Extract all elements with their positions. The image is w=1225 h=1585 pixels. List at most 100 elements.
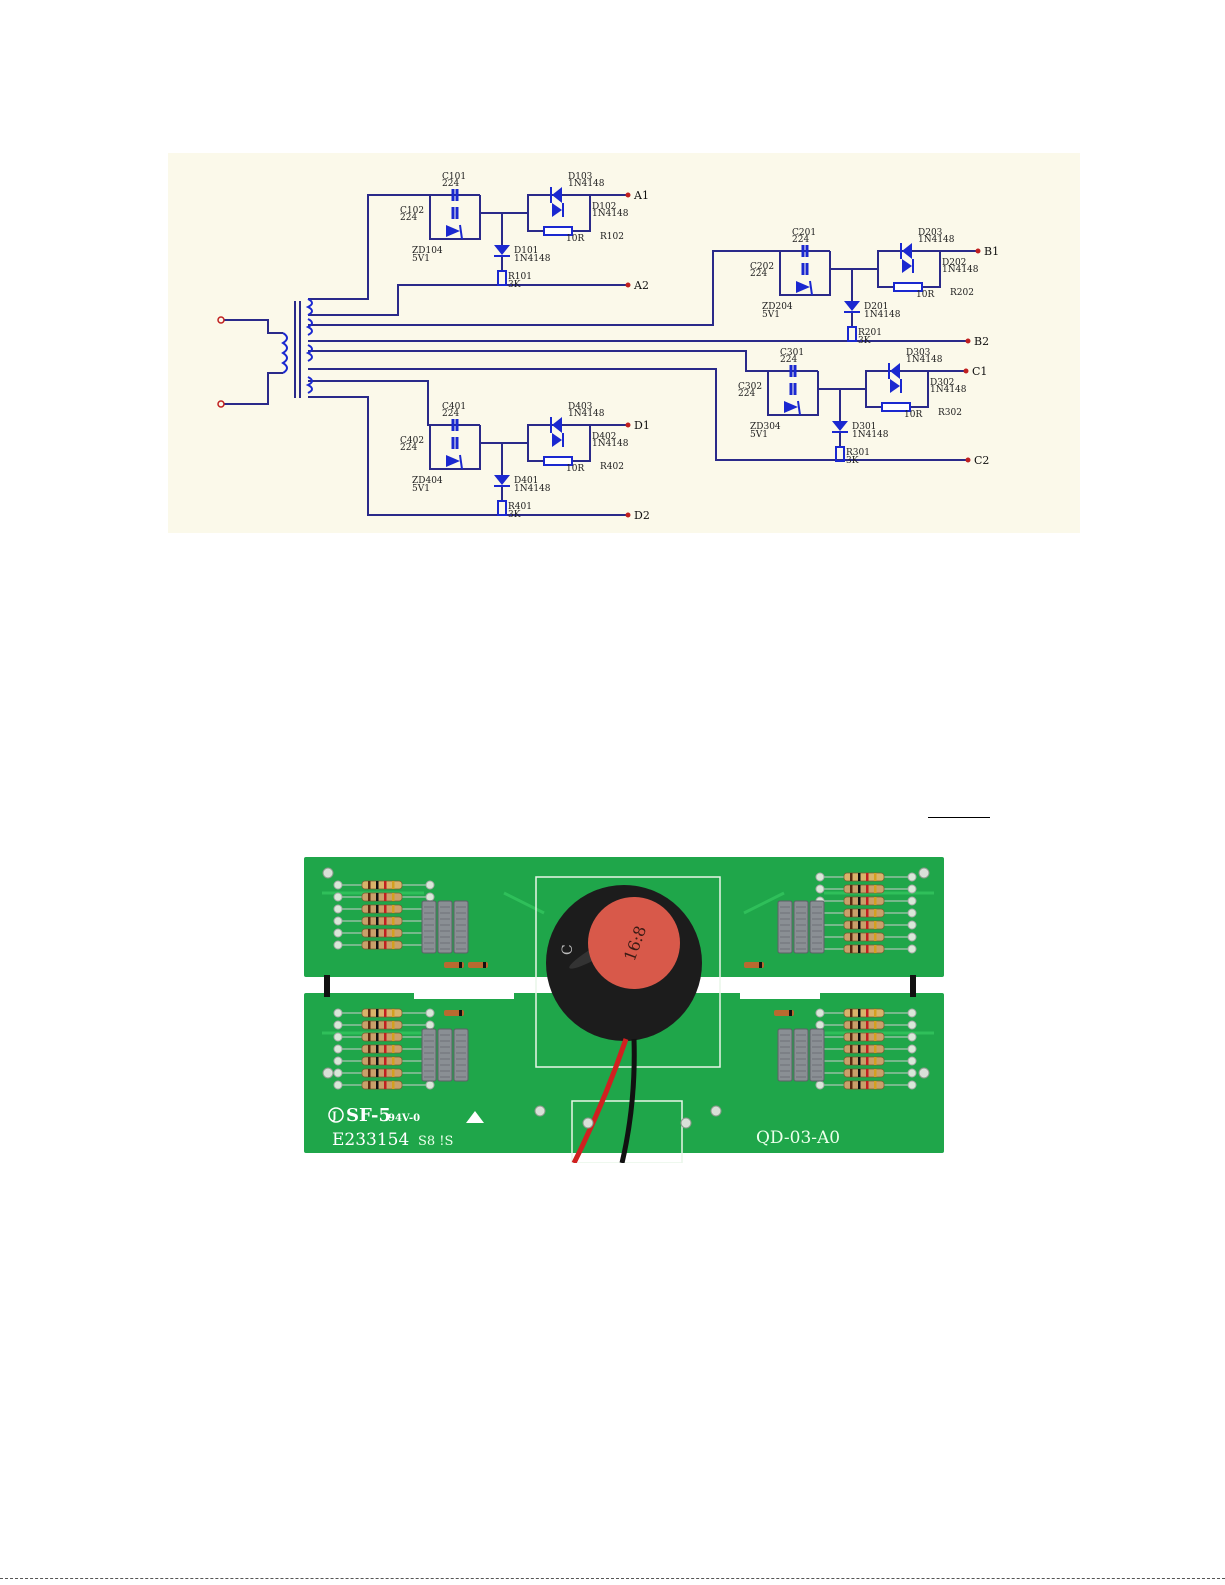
label-ZD404-val: 5V1 <box>412 484 430 494</box>
label-ZD404: ZD404 <box>412 476 443 486</box>
label-C401: C401 <box>442 402 466 412</box>
ch-A-diode-box <box>527 194 591 232</box>
res-group-br-band-3-3 <box>874 1045 877 1053</box>
res-group-br-pad-b-0 <box>907 1008 917 1018</box>
wire-a-top <box>308 194 430 300</box>
signal-diode-band-2 <box>759 962 762 968</box>
terminal-d1-label: D1 <box>634 419 650 432</box>
res-group-br-band-0-2 <box>866 1009 869 1017</box>
label-R102: R102 <box>600 232 624 242</box>
res-group-bl-band-3-3 <box>392 1045 395 1053</box>
label-R302-val: 10R <box>904 410 922 420</box>
res-group-br-band-6-3 <box>874 1081 877 1089</box>
resistor-R401 <box>497 500 507 516</box>
cutout-left <box>414 977 514 999</box>
res-group-br-band-6-0 <box>850 1081 853 1089</box>
res-group-bl-pad-a-1 <box>333 1020 343 1030</box>
film-cap-bl-1 <box>437 1028 453 1082</box>
res-group-tr-pad-b-4 <box>907 920 917 930</box>
terminal-b1-label: B1 <box>984 245 999 258</box>
res-group-tr-band-0-2 <box>866 873 869 881</box>
res-group-tr-pad-b-0 <box>907 872 917 882</box>
res-group-br-band-1-3 <box>874 1021 877 1029</box>
label-R201-val: 3K <box>858 336 871 346</box>
res-group-tr-band-3-0 <box>850 909 853 917</box>
silkscreen-date-code: S8 !S <box>418 1134 453 1149</box>
terminal-b2-label: B2 <box>974 335 989 348</box>
res-group-tr-band-5-1 <box>858 933 861 941</box>
zener-ZD304 <box>784 401 798 413</box>
label-C402: C402 <box>400 436 424 446</box>
label-C401-val: 224 <box>442 409 459 419</box>
film-cap-tr-2 <box>809 900 825 954</box>
res-group-tl-band-4-0 <box>368 929 371 937</box>
secondary-coil-3 <box>305 344 313 362</box>
res-group-tr-pad-b-1 <box>907 884 917 894</box>
res-group-tr-pad-b-3 <box>907 908 917 918</box>
res-group-bl-band-5-2 <box>384 1069 387 1077</box>
label-D401-val: 1N4148 <box>514 484 551 494</box>
film-cap-tl-2 <box>453 900 469 954</box>
label-R301-val: 3K <box>846 456 859 466</box>
res-group-br-band-5-3 <box>874 1069 877 1077</box>
label-D302: D302 <box>930 378 954 388</box>
primary-coil <box>281 332 288 374</box>
res-group-bl-band-3-1 <box>376 1045 379 1053</box>
diode-D301 <box>832 421 848 431</box>
res-group-bl-pad-a-4 <box>333 1056 343 1066</box>
terminal-c1-label: C1 <box>972 365 987 378</box>
res-group-tr-band-0-1 <box>858 873 861 881</box>
res-group-tr-band-0-3 <box>874 873 877 881</box>
res-group-tr-band-3-2 <box>866 909 869 917</box>
film-cap-br-2 <box>809 1028 825 1082</box>
res-group-tl-band-3-0 <box>368 917 371 925</box>
res-group-tl-pad-a-0 <box>333 880 343 890</box>
film-cap-tr-1 <box>793 900 809 954</box>
res-group-tl-band-1-0 <box>368 893 371 901</box>
res-group-tr-band-4-2 <box>866 921 869 929</box>
mount-pad-5 <box>582 1117 594 1129</box>
label-R302: R302 <box>938 408 962 418</box>
label-D403: D403 <box>568 402 593 412</box>
diode-D101 <box>494 245 510 255</box>
res-group-tr-pad-b-5 <box>907 932 917 942</box>
res-group-bl-band-4-3 <box>392 1057 395 1065</box>
signal-diode-band-1 <box>483 962 486 968</box>
res-group-bl-band-1-3 <box>392 1021 395 1029</box>
label-C402-val: 224 <box>400 443 417 453</box>
zener-ZD404 <box>446 455 460 467</box>
label-ZD304: ZD304 <box>750 422 781 432</box>
res-group-br-band-2-3 <box>874 1033 877 1041</box>
label-D403-val: 1N4148 <box>568 409 605 419</box>
res-group-tl-band-3-3 <box>392 917 395 925</box>
res-group-tl-pad-a-4 <box>333 928 343 938</box>
res-group-tl-band-2-0 <box>368 905 371 913</box>
res-group-br-pad-b-3 <box>907 1044 917 1054</box>
label-R301: R301 <box>846 448 870 458</box>
label-D201-val: 1N4148 <box>864 310 901 320</box>
terminal-b1-dot <box>975 248 981 254</box>
primary-wire-bottom <box>224 372 283 405</box>
res-group-bl-band-1-0 <box>368 1021 371 1029</box>
ch-C-cap-box <box>767 371 819 416</box>
res-group-bl-band-4-0 <box>368 1057 371 1065</box>
terminal-c2-label: C2 <box>974 454 989 467</box>
res-group-br-pad-b-2 <box>907 1032 917 1042</box>
film-cap-tl-1 <box>437 900 453 954</box>
diode-D102 <box>552 203 562 217</box>
res-group-br-band-0-0 <box>850 1009 853 1017</box>
input-terminal-top <box>217 316 225 324</box>
res-group-tl-band-4-1 <box>376 929 379 937</box>
diode-D303 <box>890 363 900 379</box>
res-group-tr-band-1-1 <box>858 885 861 893</box>
label-R202-val: 10R <box>916 290 934 300</box>
res-group-tl-band-2-2 <box>384 905 387 913</box>
wire-pad-outline <box>571 1100 683 1163</box>
res-group-tr-band-6-1 <box>858 945 861 953</box>
res-group-bl-band-6-3 <box>392 1081 395 1089</box>
label-D102-val: 1N4148 <box>592 209 629 219</box>
res-group-br-band-0-1 <box>858 1009 861 1017</box>
ch-D-diode-box <box>527 424 591 462</box>
input-terminal-bottom <box>217 400 225 408</box>
zener-ZD204 <box>796 281 810 293</box>
